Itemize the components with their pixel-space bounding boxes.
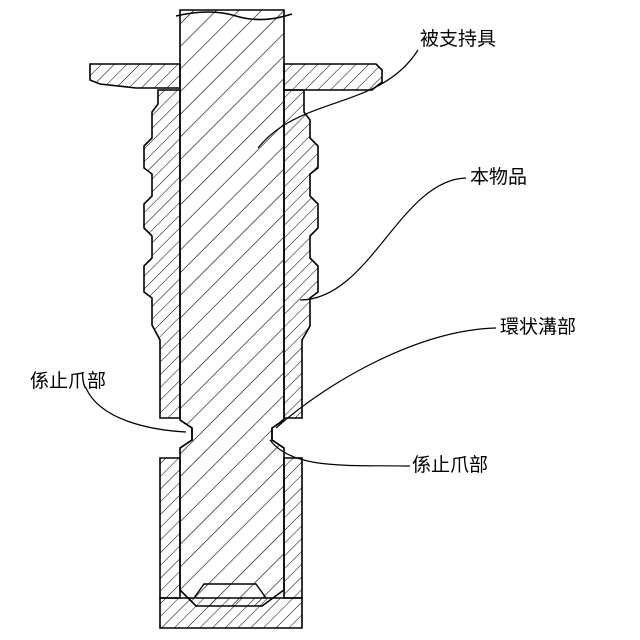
body-wall-right-lower	[284, 458, 302, 598]
flange	[90, 64, 180, 88]
body-wall-left-lower	[160, 458, 180, 598]
leader-annular-groove	[276, 328, 496, 428]
body-wall-left	[144, 90, 180, 418]
label-locking-claw-left: 係止爪部	[30, 372, 106, 391]
label-locking-claw-right: 係止爪部	[412, 456, 488, 475]
supported-tool-pin	[180, 10, 284, 606]
leader-product	[300, 178, 466, 300]
label-annular-groove: 環状溝部	[500, 318, 576, 337]
label-supported-tool: 被支持具	[420, 30, 496, 49]
flange-right	[284, 64, 382, 90]
label-product: 本物品	[470, 168, 527, 187]
body-wall-right	[284, 90, 318, 418]
